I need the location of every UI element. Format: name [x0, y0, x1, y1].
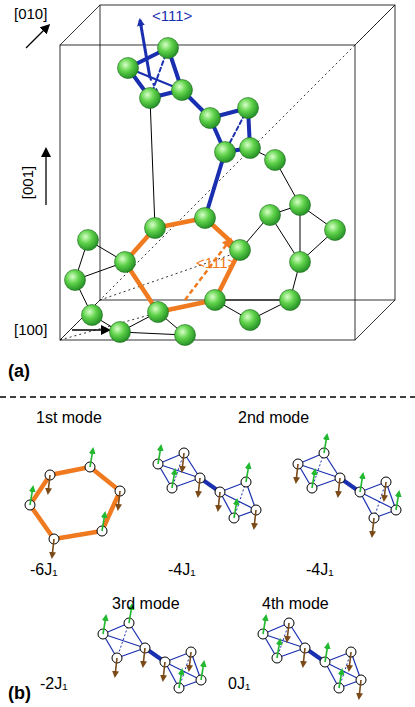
atom-sphere: [145, 218, 166, 239]
spin-arrow: [324, 435, 327, 453]
energy-label: -6J₁: [30, 562, 58, 578]
atom-sphere: [290, 252, 311, 273]
atom-sphere: [240, 310, 261, 331]
spin-arrow: [384, 482, 386, 500]
spin-arrow: [158, 446, 161, 464]
atom-sphere: [290, 195, 311, 216]
energy-label: -4J₁: [168, 562, 196, 578]
energy-label: -2J₁: [40, 676, 68, 692]
atom-sphere: [325, 220, 346, 241]
spin-arrow: [90, 449, 93, 467]
atom-sphere: [260, 205, 281, 226]
spin-arrow: [201, 662, 204, 680]
spin-arrow: [118, 491, 120, 509]
tetrahedra-pair: [258, 616, 366, 698]
atom-sphere: [200, 108, 221, 129]
spin-arrow: [359, 680, 361, 698]
axis-label: [100]: [14, 322, 47, 337]
atom-sphere: [240, 138, 261, 159]
axis-label: [001]: [20, 165, 35, 198]
spin-arrow: [277, 640, 280, 658]
tetrahedra-pair: [293, 435, 401, 536]
spin-arrow: [338, 478, 340, 496]
mode-title: 3rd mode: [112, 596, 180, 612]
atom-sphere: [215, 142, 236, 163]
spin-arrow: [303, 648, 305, 666]
spin-arrow: [360, 474, 363, 492]
atom-sphere: [205, 290, 226, 311]
spin-arrow: [263, 616, 266, 634]
spin-arrow: [198, 478, 200, 496]
atom-sphere: [115, 252, 136, 273]
spin-arrow: [143, 648, 145, 666]
spin-arrow: [103, 616, 106, 634]
atom-sphere: [118, 58, 139, 79]
mode-title: 2nd mode: [238, 410, 309, 426]
spin-arrow: [115, 658, 117, 676]
mode-title: 1st mode: [36, 410, 102, 426]
atom-sphere: [78, 230, 99, 251]
atom-sphere: [195, 208, 216, 229]
spin-arrow: [246, 464, 249, 482]
mode-title: 4th mode: [262, 596, 329, 612]
direction-label: <111>: [196, 255, 236, 270]
hexagon-ring: [25, 449, 125, 557]
spin-arrow: [182, 453, 184, 471]
spin-arrow: [339, 670, 342, 688]
atom-sphere: [280, 290, 301, 311]
spin-arrow: [396, 492, 399, 510]
atom-sphere: [238, 98, 259, 119]
panel-label: (a): [8, 362, 30, 380]
atom-sphere: [148, 302, 169, 323]
spin-arrow: [179, 670, 182, 688]
atom-sphere: [175, 325, 196, 346]
direction-label: <111>: [152, 8, 192, 23]
tetrahedra-pair: [98, 605, 206, 693]
spin-arrow: [254, 510, 256, 528]
atom-sphere: [158, 38, 179, 59]
atom-sphere: [65, 270, 86, 291]
spin-arrow: [325, 644, 328, 662]
spin-arrow: [372, 518, 374, 536]
spin-arrow: [163, 662, 165, 680]
energy-label: -4J₁: [306, 562, 334, 578]
spin-arrow: [189, 652, 191, 670]
tetrahedra-pair: [153, 446, 261, 528]
panel-label: (b): [8, 684, 31, 702]
atom-sphere: [265, 150, 286, 171]
spin-arrow: [296, 464, 298, 482]
spin-arrow: [102, 513, 105, 531]
atom-sphere: [140, 88, 161, 109]
spin-arrow: [30, 487, 33, 505]
energy-label: 0J₁: [228, 676, 250, 692]
atom-sphere: [172, 80, 193, 101]
atom-sphere: [110, 322, 131, 343]
spin-arrow: [349, 652, 351, 670]
spin-arrow: [218, 492, 220, 510]
atom-sphere: [82, 305, 103, 326]
spin-arrow: [52, 539, 54, 557]
spin-arrow: [287, 623, 289, 641]
axis-label: [010]: [14, 6, 47, 21]
spin-arrow: [312, 470, 315, 488]
spin-arrow: [48, 475, 50, 493]
spin-arrow: [172, 470, 175, 488]
spin-arrow: [234, 500, 237, 518]
